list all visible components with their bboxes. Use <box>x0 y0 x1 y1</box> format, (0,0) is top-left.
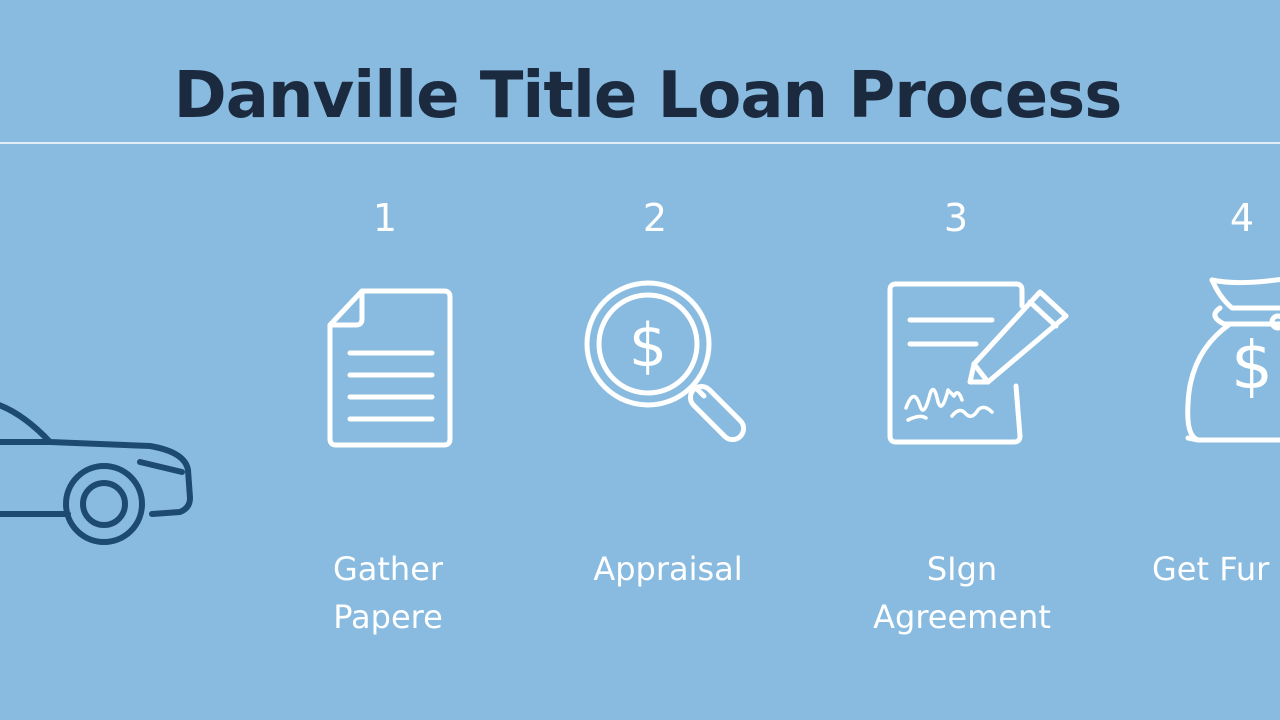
step-1-label-line2: Papere <box>333 598 443 636</box>
step-2-number: 2 <box>642 196 668 240</box>
step-3-number: 3 <box>943 196 969 240</box>
step-1-label-line1: Gather <box>332 550 444 588</box>
step-3-label-line2: Agreement <box>873 598 1051 636</box>
step-4-label-line1: Get Fur <box>1152 550 1270 588</box>
money-bag-icon: $ <box>1185 276 1280 443</box>
title-divider <box>0 142 1280 144</box>
document-icon <box>327 288 453 448</box>
step-2-label: Appraisal <box>538 545 798 593</box>
step-1-label: Gather Papere <box>258 545 518 641</box>
page-title: Danville Title Loan Process <box>173 59 1123 133</box>
step-3-label: SIgn Agreement <box>832 545 1092 641</box>
svg-text:$: $ <box>1231 327 1273 404</box>
step-2-label-line1: Appraisal <box>593 550 743 588</box>
step-3-label-line1: SIgn <box>926 550 998 588</box>
step-1-number: 1 <box>372 196 398 240</box>
car-icon <box>0 402 193 545</box>
step-4-number: 4 <box>1229 196 1255 240</box>
svg-text:$: $ <box>629 311 667 381</box>
dollar-magnifier-icon: $ <box>584 280 747 443</box>
step-4-label: Get Fur <box>1152 545 1280 593</box>
signed-contract-icon <box>887 281 1069 445</box>
